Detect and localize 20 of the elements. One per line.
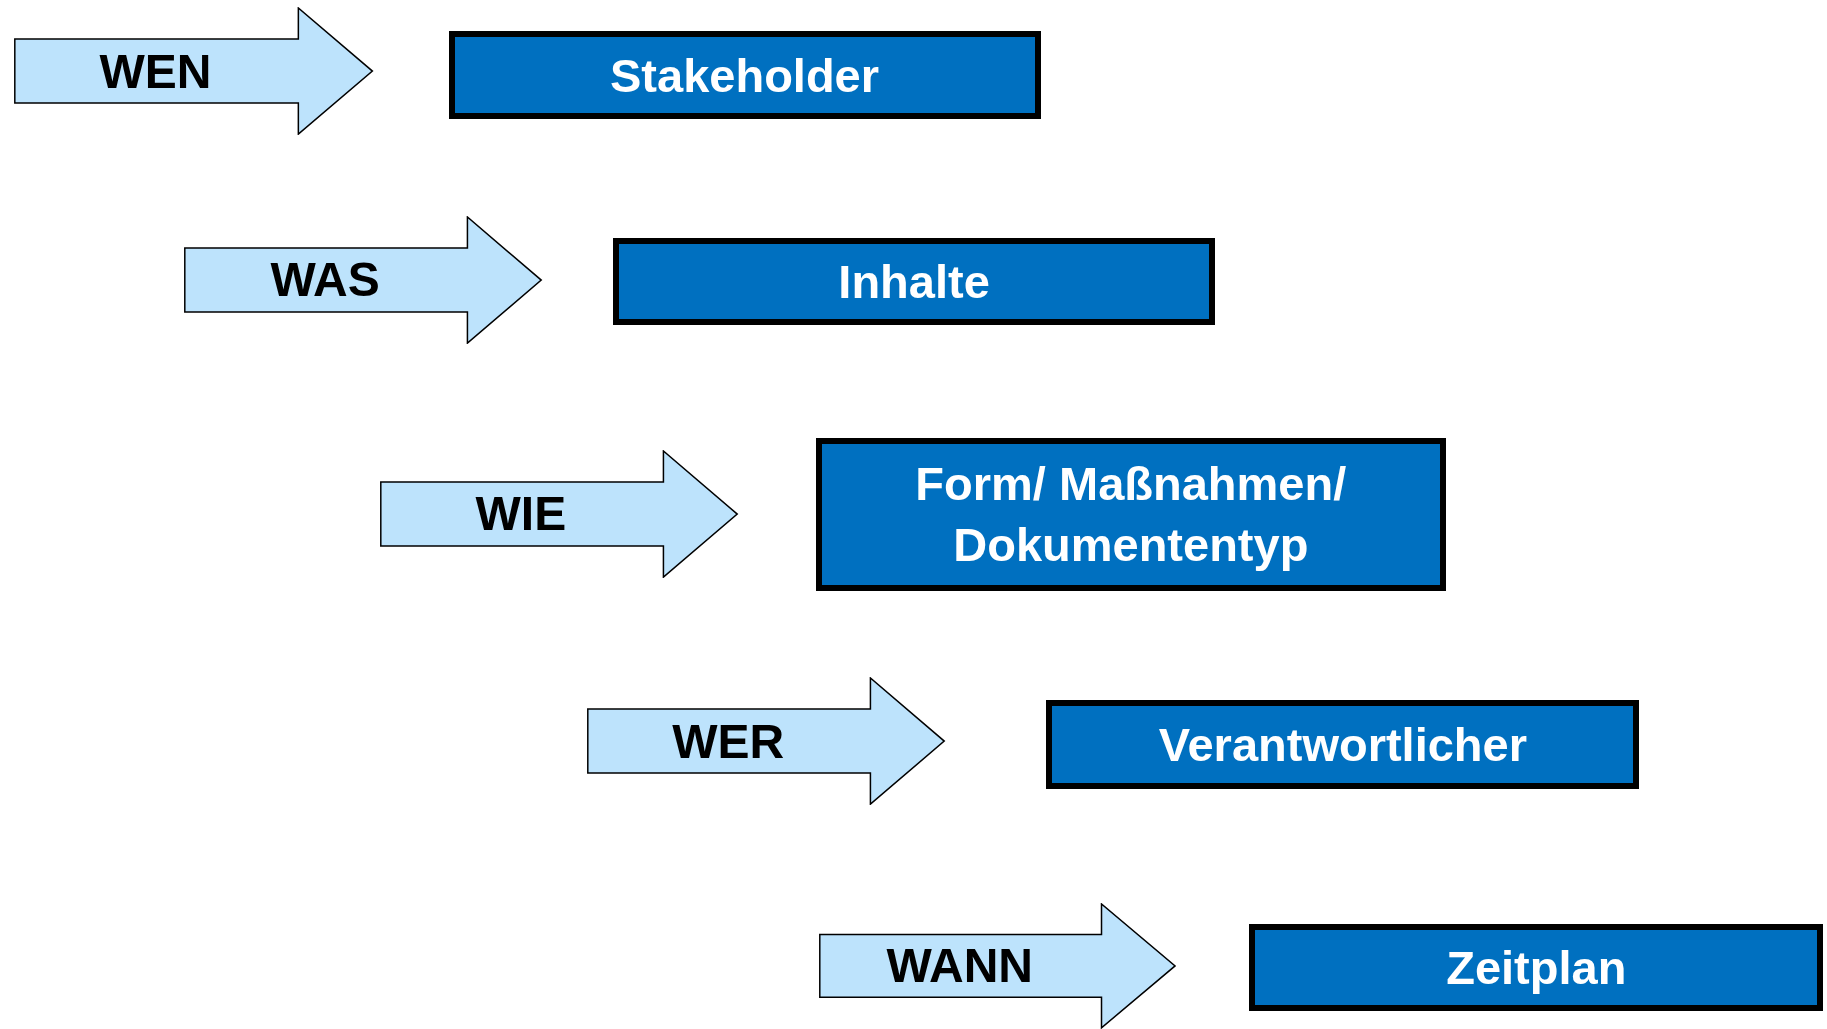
- block-arrow: [586, 676, 947, 806]
- process-box: [1249, 924, 1824, 1012]
- box-label: Form/ Maßnahmen/ Dokumententyp: [914, 456, 1348, 574]
- block-arrow: [817, 903, 1177, 1029]
- box-label: Inhalte: [837, 253, 991, 310]
- process-box: [612, 237, 1216, 326]
- arrow-label: WER: [671, 713, 786, 770]
- block-arrow: [182, 215, 543, 344]
- block-arrow: [378, 449, 739, 578]
- arrow-label: WIE: [474, 486, 568, 543]
- block-arrow: [12, 7, 374, 136]
- arrow-label: WANN: [885, 938, 1035, 995]
- box-label: Stakeholder: [609, 47, 881, 104]
- arrow-label: WEN: [98, 43, 213, 100]
- box-label: Zeitplan: [1445, 940, 1628, 997]
- box-label: Verantwortlicher: [1157, 717, 1528, 773]
- process-box: [1046, 700, 1640, 789]
- process-box: [448, 31, 1041, 119]
- process-box: [815, 438, 1446, 591]
- arrow-label: WAS: [269, 252, 381, 309]
